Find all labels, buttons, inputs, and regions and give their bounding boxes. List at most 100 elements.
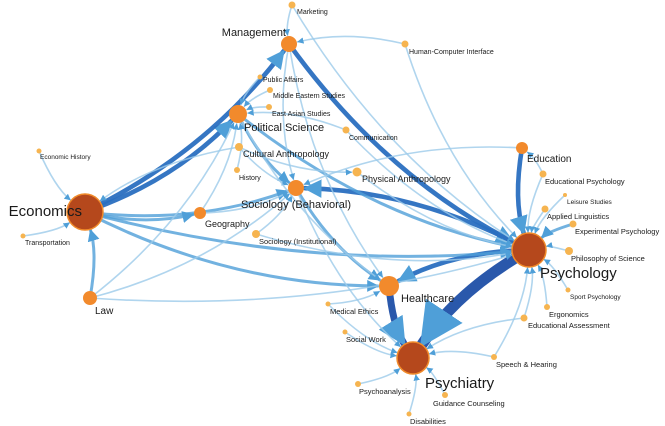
node-transportation[interactable] <box>20 233 26 239</box>
node-communication[interactable] <box>342 126 350 134</box>
node-psychology[interactable] <box>511 232 547 268</box>
node-label-law: Law <box>95 306 114 317</box>
edge-leisure-to-psychology <box>534 194 566 234</box>
node-label-medical-ethics: Medical Ethics <box>330 307 379 316</box>
node-label-economics: Economics <box>9 203 82 220</box>
node-economics[interactable] <box>66 193 104 231</box>
edge-hci-to-psychology <box>404 43 518 238</box>
node-political-science[interactable] <box>229 105 247 123</box>
edge-psychology-to-psychiatry <box>416 244 535 350</box>
edge-medical_ethics-to-psychiatry <box>327 303 398 354</box>
edge-physical_anthro-to-psychology <box>356 171 513 249</box>
edge-political_science-to-healthcare <box>237 113 381 281</box>
edge-economics-to-management <box>82 48 286 215</box>
node-label-education: Education <box>527 154 571 165</box>
node-sport-psych[interactable] <box>565 287 571 293</box>
node-economic-history[interactable] <box>36 148 42 154</box>
node-layer <box>20 1 577 417</box>
edge-economic_history-to-economics <box>38 150 72 201</box>
node-label-geography: Geography <box>205 219 250 229</box>
node-label-ergonomics: Ergonomics <box>549 310 589 319</box>
edge-economics-to-psychology <box>83 210 513 259</box>
edge-education-to-psychology <box>509 145 528 236</box>
node-label-communication: Communication <box>349 135 398 142</box>
edge-communication-to-psychology <box>345 129 513 245</box>
node-management[interactable] <box>281 36 297 52</box>
edge-geography-to-political_science <box>199 123 240 214</box>
edge-public_affairs-to-political_science <box>239 76 261 106</box>
edge-psychoanalysis-to-psychiatry <box>357 367 401 385</box>
node-label-transportation: Transportation <box>25 240 70 247</box>
edge-law-to-political_science <box>89 122 235 299</box>
node-middle-eastern[interactable] <box>267 87 273 93</box>
node-philosophy-sci[interactable] <box>565 247 573 255</box>
edge-management-to-healthcare <box>288 43 384 278</box>
edge-transportation-to-economics <box>22 222 71 237</box>
edge-law-to-economics <box>87 228 100 300</box>
edge-social_work-to-psychiatry <box>344 331 397 359</box>
edge-marketing-to-psychology <box>291 4 515 242</box>
node-education[interactable] <box>516 142 528 154</box>
edge-edu_assessment-to-psychology <box>523 266 536 319</box>
node-label-cultural-anthro: Cultural Anthropology <box>243 149 330 159</box>
node-marketing[interactable] <box>288 1 296 9</box>
edge-ergonomics-to-psychology <box>537 264 548 308</box>
node-disabilities[interactable] <box>406 411 412 417</box>
edge-middle_eastern-to-political_science <box>243 89 271 108</box>
node-leisure[interactable] <box>563 193 567 197</box>
node-label-political-science: Political Science <box>244 122 324 134</box>
node-experimental-psych[interactable] <box>569 220 577 228</box>
edge-layer <box>22 4 575 415</box>
node-ergonomics[interactable] <box>544 304 550 310</box>
node-label-edu-assessment: Educational Assessment <box>528 321 611 330</box>
node-label-disabilities: Disabilities <box>410 417 446 426</box>
edge-experimental_psych-to-psychology <box>540 222 575 239</box>
edge-medical_ethics-to-healthcare <box>327 290 381 305</box>
node-label-sociology-behavioral: Sociology (Behavioral) <box>241 199 351 211</box>
node-sociology-inst[interactable] <box>252 230 260 238</box>
node-label-sport-psych: Sport Psychology <box>570 294 621 301</box>
node-sociology-behavioral[interactable] <box>288 180 304 196</box>
edge-education-to-sociology_behavioral <box>303 146 523 186</box>
edge-guidance-to-psychiatry <box>426 367 446 396</box>
node-healthcare[interactable] <box>379 276 399 296</box>
node-label-sociology-inst: Sociology (Institutional) <box>259 237 337 246</box>
node-medical-ethics[interactable] <box>325 301 331 307</box>
node-label-economic-history: Economic History <box>40 154 91 161</box>
edge-communication-to-political_science <box>247 109 347 131</box>
node-applied-ling[interactable] <box>541 205 549 213</box>
node-physical-anthro[interactable] <box>352 167 362 177</box>
node-psychoanalysis[interactable] <box>355 381 361 387</box>
node-speech-hearing[interactable] <box>491 354 497 360</box>
node-cultural-anthro[interactable] <box>235 143 243 151</box>
edge-management-to-psychology <box>286 41 516 245</box>
node-label-social-work: Social Work <box>346 335 386 344</box>
label-layer: EconomicsPsychologyPsychiatryManagementP… <box>9 9 660 426</box>
node-edu-assessment[interactable] <box>520 314 528 322</box>
node-history[interactable] <box>234 167 240 173</box>
edge-law-to-psychology <box>89 253 513 303</box>
edge-sociology_inst-to-sociology_behavioral <box>255 195 293 235</box>
node-public-affairs[interactable] <box>257 74 263 80</box>
node-label-leisure: Leisure Studies <box>567 199 613 206</box>
node-label-psychiatry: Psychiatry <box>425 375 495 392</box>
node-educational-psych[interactable] <box>539 170 547 178</box>
node-psychiatry[interactable] <box>396 341 430 375</box>
edge-sociology_behavioral-to-psychiatry <box>295 187 402 348</box>
edge-disabilities-to-psychiatry <box>408 373 420 415</box>
node-hci[interactable] <box>401 40 409 48</box>
node-label-psychoanalysis: Psychoanalysis <box>359 387 411 396</box>
node-label-guidance: Guidance Counseling <box>433 399 505 408</box>
edge-speech_hearing-to-psychiatry <box>428 349 495 358</box>
node-guidance[interactable] <box>442 392 448 398</box>
node-law[interactable] <box>83 291 97 305</box>
edge-economics-to-political_science <box>82 118 234 215</box>
node-geography[interactable] <box>194 207 206 219</box>
edge-applied_ling-to-psychology <box>529 208 546 233</box>
node-east-asian[interactable] <box>266 104 272 110</box>
node-label-healthcare: Healthcare <box>401 293 454 305</box>
edge-edu_assessment-to-psychiatry <box>426 317 525 350</box>
node-social-work[interactable] <box>342 329 348 335</box>
edge-law-to-sociology_behavioral <box>89 193 291 299</box>
